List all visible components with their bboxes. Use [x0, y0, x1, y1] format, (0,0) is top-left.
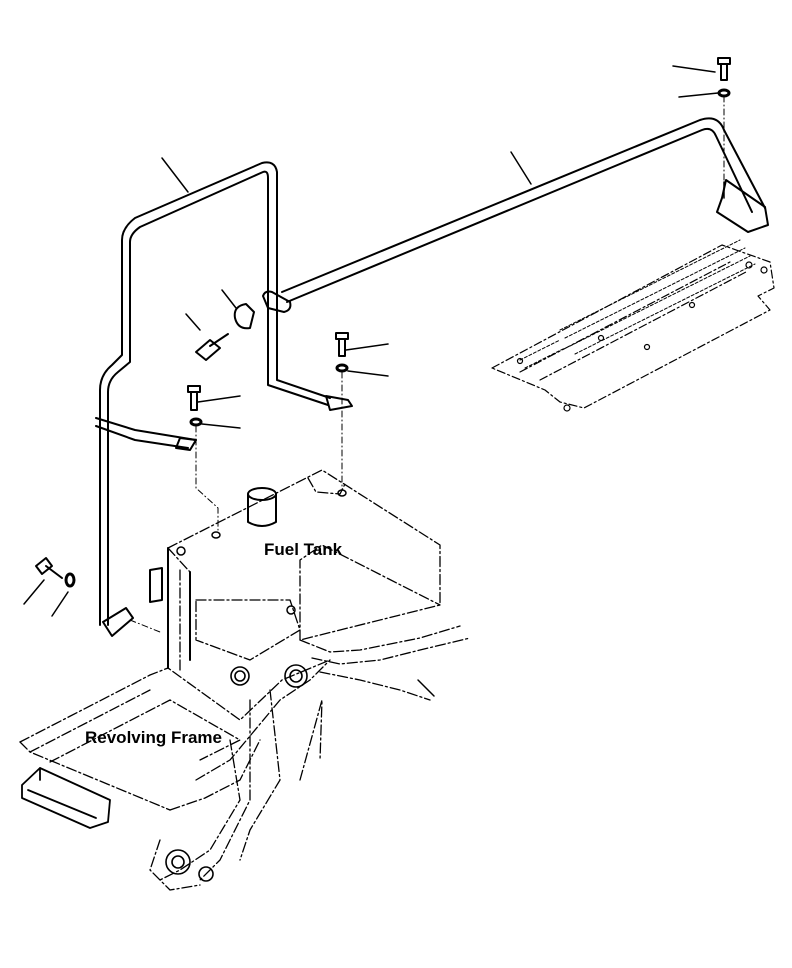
- fuel-cap: [247, 487, 277, 527]
- left-handrail: [95, 161, 331, 637]
- tank-holes: [176, 489, 347, 615]
- frame-edge: [149, 547, 191, 669]
- alignment-lines: [129, 95, 725, 633]
- bolt-icon: [35, 57, 731, 579]
- floor-plate-holes: [516, 261, 768, 412]
- fuel-tank-label: Fuel Tank: [264, 540, 343, 559]
- floor-plate-grating: [519, 239, 756, 369]
- washer-icon: [64, 88, 731, 588]
- revolving-frame: [19, 547, 471, 891]
- rail-tabs: [175, 395, 353, 451]
- revolving-frame-label: Revolving Frame: [85, 728, 222, 747]
- floor-plate: [491, 244, 775, 409]
- step-plate: [21, 767, 111, 829]
- leader-lines: [23, 65, 719, 697]
- rail-clamp: [233, 290, 292, 330]
- right-handrail: [281, 117, 769, 303]
- frame-bosses: [165, 664, 308, 882]
